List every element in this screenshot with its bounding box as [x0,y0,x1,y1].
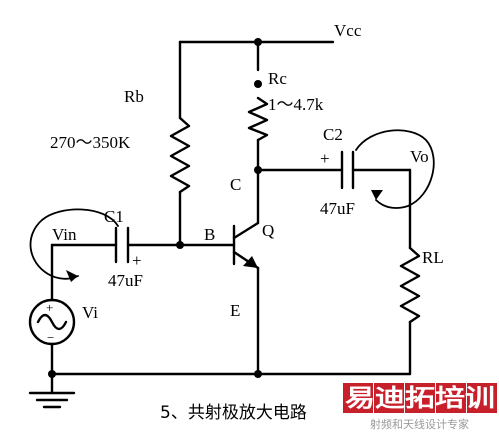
rc-label: Rc [268,69,287,88]
watermark-subtitle: 射频和天线设计专家 [370,417,469,431]
c2-value-label: 47uF [320,199,355,218]
watermark-box-1 [343,383,373,413]
c-label: C [230,175,241,194]
b-label: B [204,225,215,244]
vin-arc [29,208,119,280]
junction-collector [254,166,262,174]
vo-arrow [371,190,383,200]
rc-resistor [247,96,269,142]
emitter-arrow [243,256,258,268]
vin-label: Vin [52,225,77,244]
source-plus-label: + [46,300,53,315]
c2-plus-label: + [320,149,330,168]
c1-plus-label: + [132,251,142,270]
junction-vcc [254,38,262,46]
watermark: 易迪拓培训 射频和天线设计专家 [343,383,497,431]
vi-label: Vi [82,303,98,322]
e-label: E [230,301,240,320]
watermark-box-5 [467,383,497,413]
watermark-brand: 易迪拓培训 [345,384,495,412]
rb-label: Rb [124,87,144,106]
transistor-collector [232,221,260,240]
sine-icon [36,313,68,331]
c1-value-label: 47uF [108,271,143,290]
junction-ground-left [48,370,56,378]
c1-label: C1 [104,207,124,226]
rl-label: RL [422,248,444,267]
watermark-box-4 [436,383,466,413]
vcc-label: Vcc [334,21,362,40]
junction-base [176,241,184,249]
junction-ground-mid [254,370,262,378]
vin-arrow [66,270,78,282]
q-label: Q [262,221,274,240]
watermark-box-2 [374,383,404,413]
rb-value-label: 270～350K [50,133,131,152]
rl-resistor [399,246,421,324]
source-minus-label: − [47,330,54,345]
vo-arc [355,129,435,209]
watermark-box-3 [405,383,435,413]
vo-label: Vo [410,147,429,166]
rc-value-label: 1～4.7k [268,95,324,114]
junction-rc [254,80,262,88]
rb-resistor [169,116,191,194]
c2-label: C2 [323,125,343,144]
figure-caption: 5、共射极放大电路 [160,403,307,423]
